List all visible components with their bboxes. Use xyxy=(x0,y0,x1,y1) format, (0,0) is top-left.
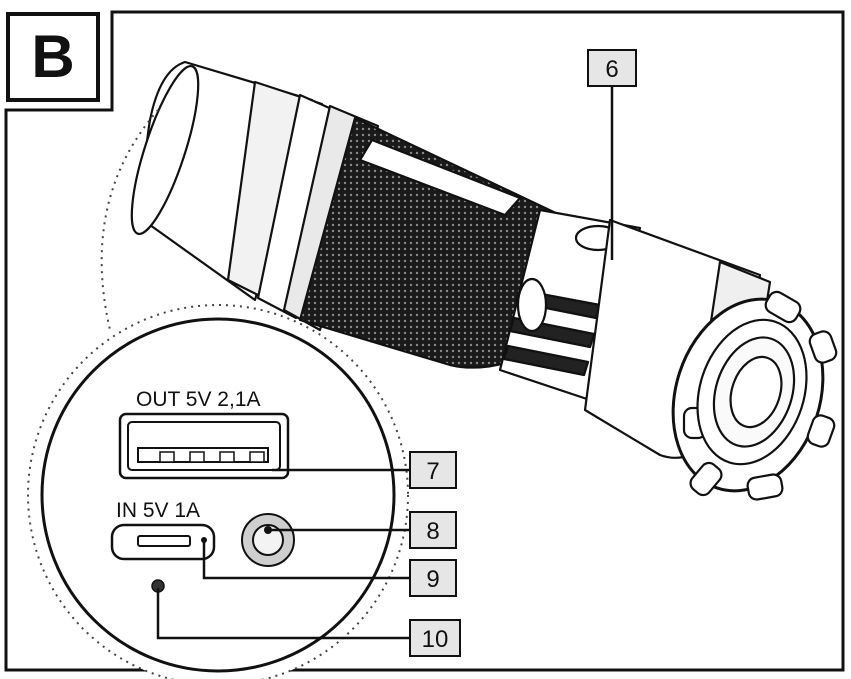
callout-9-label: 9 xyxy=(426,566,439,593)
panel-letter-box xyxy=(6,12,100,102)
endcap-face xyxy=(40,317,396,673)
leader-9-dot xyxy=(201,537,207,543)
callout-6-label: 6 xyxy=(605,56,618,83)
zoom-connector xyxy=(100,109,159,331)
usb-out-label: OUT 5V 2,1A xyxy=(136,388,261,411)
power-button-inner xyxy=(252,524,284,556)
micro-usb-slot xyxy=(137,535,191,547)
leader-8-dot xyxy=(264,526,272,534)
callout-7: 7 xyxy=(409,451,457,489)
leader-9 xyxy=(202,540,410,580)
display-window xyxy=(358,138,522,217)
leader-lines xyxy=(156,87,614,640)
callout-7-label: 7 xyxy=(426,458,439,485)
collar-side-bump xyxy=(516,277,548,333)
panel-letter: B xyxy=(31,23,74,90)
outer-frame xyxy=(4,10,845,672)
flashlight-body xyxy=(130,60,838,501)
callout-9: 9 xyxy=(409,559,457,597)
usb-a-pins xyxy=(159,451,265,463)
endcap-detail: OUT 5V 2,1A IN 5V 1A xyxy=(27,304,409,679)
callout-8: 8 xyxy=(409,511,457,549)
lens-inner xyxy=(729,355,783,429)
callout-6: 6 xyxy=(587,49,637,87)
callout-10-label: 10 xyxy=(422,626,449,653)
leader-10 xyxy=(156,588,410,640)
callout-8-label: 8 xyxy=(426,518,439,545)
micro-in-label: IN 5V 1A xyxy=(116,499,200,522)
tail-cap-end xyxy=(130,64,200,236)
callout-10: 10 xyxy=(409,619,461,657)
